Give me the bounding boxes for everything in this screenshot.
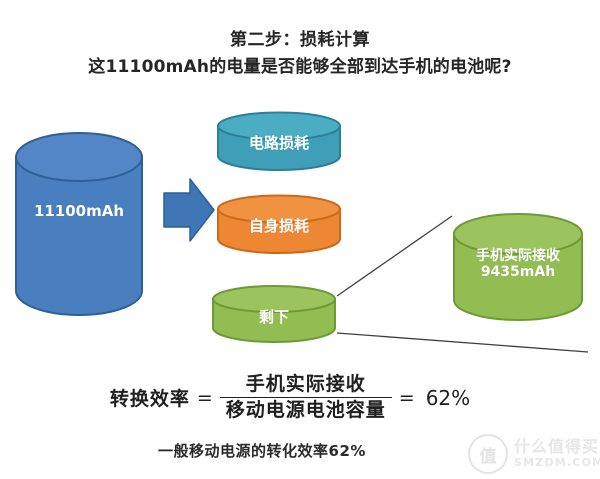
formula-numerator: 手机实际接收 [245, 373, 366, 395]
remaining-cylinder-shape [212, 285, 336, 343]
circuit-loss-cylinder: 电路损耗 [216, 111, 342, 171]
watermark-site: SMZDM.COM [514, 456, 600, 470]
flow-arrow [160, 175, 218, 245]
circuit-loss-cylinder-shape [217, 111, 341, 171]
formula-result: 62% [425, 385, 471, 410]
watermark-badge-icon: 值 [468, 434, 508, 474]
flow-arrow-icon [163, 178, 215, 242]
watermark-brand: 什么值得买 [514, 437, 600, 457]
source-cylinder-shape [15, 132, 143, 316]
title-block: 第二步：损耗计算 这11100mAh的电量是否能够全部到达手机的电池呢? [0, 28, 600, 80]
remaining-cylinder: 剩下 [211, 285, 337, 343]
footer-caption: 一般移动电源的转化效率62% [158, 442, 366, 460]
self-loss-cylinder-shape [217, 194, 341, 254]
formula-denominator: 移动电源电池容量 [219, 397, 392, 421]
watermark-text: 什么值得买 SMZDM.COM [514, 437, 600, 470]
formula-fraction: 手机实际接收 移动电源电池容量 [219, 373, 392, 422]
self-loss-cylinder: 自身损耗 [216, 194, 342, 254]
efficiency-formula: 转换效率 = 手机实际接收 移动电源电池容量 = 62% [0, 373, 600, 422]
result-cylinder-shape [453, 213, 583, 321]
watermark: 值 什么值得买 SMZDM.COM [468, 432, 600, 476]
formula-lhs: 转换效率 [109, 388, 190, 411]
page-title: 第二步：损耗计算 [230, 30, 370, 50]
page-subtitle: 这11100mAh的电量是否能够全部到达手机的电池呢? [88, 57, 512, 77]
formula-equals-2: = [398, 386, 415, 409]
formula-equals: = [196, 386, 213, 409]
source-cylinder: 11100mAh [14, 131, 144, 317]
result-cylinder: 手机实际接收 9435mAh [452, 212, 584, 322]
